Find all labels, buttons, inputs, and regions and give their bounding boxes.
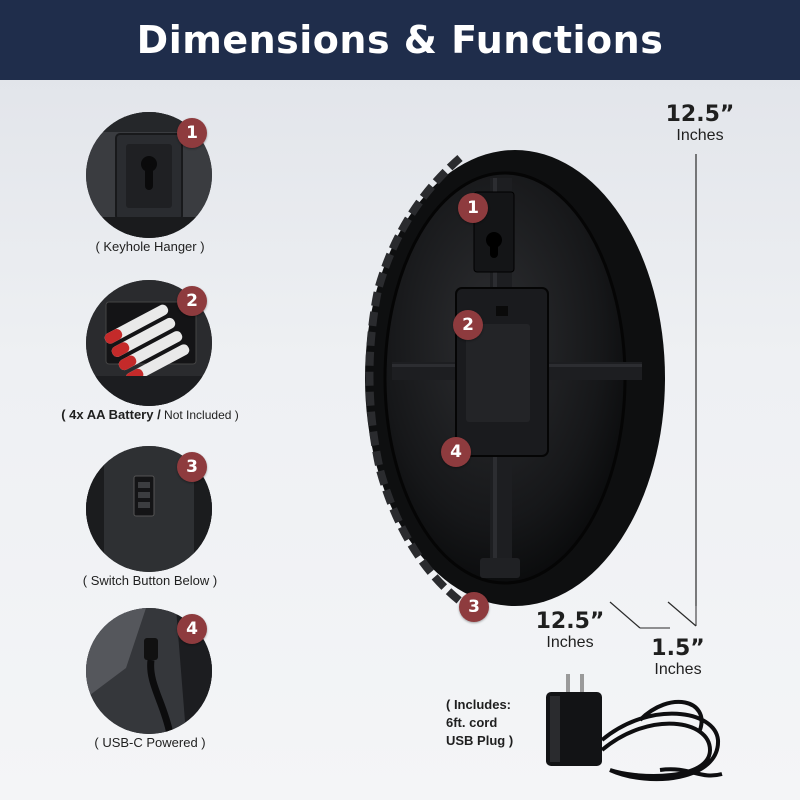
clock-badge-keyhole: 1 [458, 193, 488, 223]
includes-line: ( Includes: [446, 697, 512, 712]
includes-note: ( Includes: 6ft. cord USB Plug ) [446, 696, 546, 750]
clock-back-image [365, 150, 665, 609]
dimension-lines [609, 154, 697, 629]
feature-caption: ( Switch Button Below ) [82, 573, 218, 588]
clock-badge-switch: 3 [459, 592, 489, 622]
feature-number-badge: 2 [177, 286, 207, 316]
depth-dimension: 1.5” Inches [628, 636, 728, 679]
page-title: Dimensions & Functions [136, 18, 664, 62]
includes-line: 6ft. cord [446, 715, 498, 730]
clock-badge-usb: 4 [441, 437, 471, 467]
feature-caption: ( Keyhole Hanger ) [95, 239, 205, 254]
height-value: 12.5” [665, 102, 735, 127]
depth-line [667, 601, 697, 627]
feature-usb-c: 4 ( USB-C Powered ) [50, 608, 250, 773]
feature-keyhole: 1 ( Keyhole Hanger ) [50, 112, 250, 277]
feature-switch: 3 ( Switch Button Below ) [50, 446, 250, 611]
diameter-unit: Inches [546, 634, 594, 651]
power-adapter-image [546, 674, 723, 782]
feature-battery: 2 ( 4x AA Battery / Not Included ) [50, 280, 250, 445]
feature-number-badge: 4 [177, 614, 207, 644]
includes-line: USB Plug ) [446, 733, 514, 748]
feature-caption: ( USB-C Powered ) [94, 735, 206, 750]
diameter-line [609, 601, 641, 629]
diameter-value: 12.5” [535, 609, 605, 634]
feature-number-badge: 1 [177, 118, 207, 148]
height-dimension: 12.5” Inches [650, 102, 750, 145]
feature-caption: ( 4x AA Battery / Not Included ) [50, 407, 250, 422]
diameter-dimension: 12.5” Inches [520, 609, 620, 652]
clock-badge-battery: 2 [453, 310, 483, 340]
header-banner: Dimensions & Functions [0, 0, 800, 80]
feature-number-badge: 3 [177, 452, 207, 482]
depth-value: 1.5” [651, 636, 705, 661]
feature-caption-bold: ( 4x AA Battery / [61, 407, 161, 422]
height-unit: Inches [676, 127, 724, 144]
depth-unit: Inches [654, 661, 702, 678]
feature-caption-light: Not Included ) [160, 408, 239, 422]
